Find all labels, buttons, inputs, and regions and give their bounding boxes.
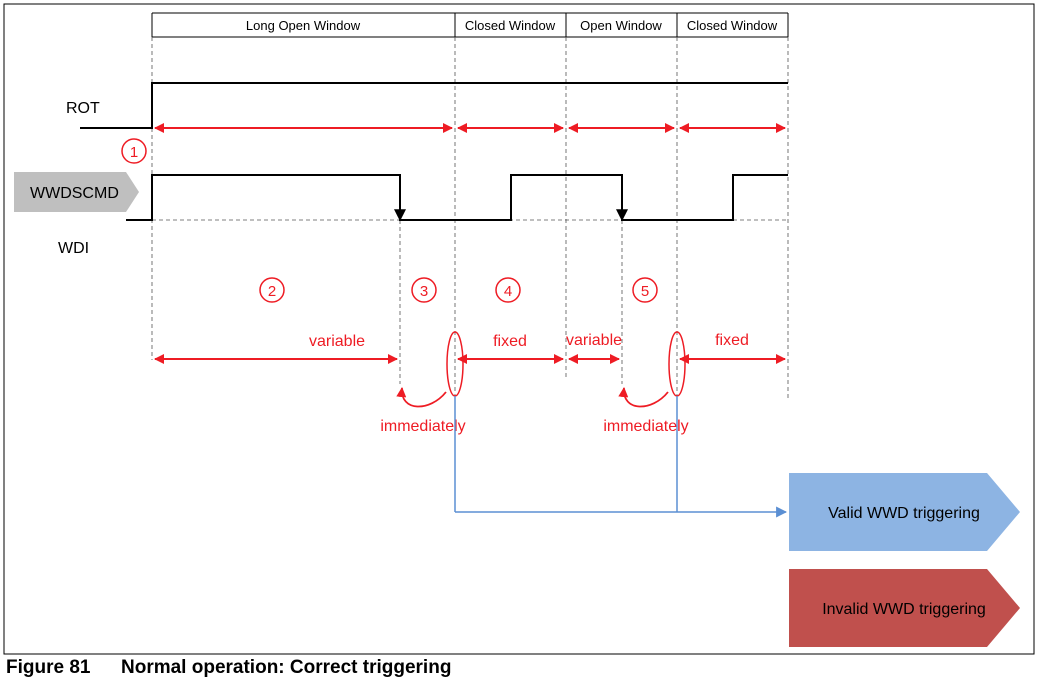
window-label-closed-1: Closed Window: [465, 18, 556, 33]
duration-label-fixed-2: fixed: [715, 332, 749, 349]
rot-waveform: [80, 82, 788, 129]
invalid-triggering-legend-shape: [789, 569, 1020, 647]
step-marker-3: 3: [411, 277, 437, 303]
immediately-label-2: immediately: [603, 418, 688, 435]
valid-triggering-legend-shape: [789, 473, 1020, 551]
duration-label-variable-2: variable: [566, 332, 622, 349]
svg-text:4: 4: [504, 283, 512, 300]
immediately-label-1: immediately: [380, 418, 465, 435]
step-marker-1: 1: [121, 138, 147, 164]
valid-triggering-label: Valid WWD triggering: [828, 505, 980, 522]
duration-label-fixed-1: fixed: [493, 333, 527, 350]
step-marker-5: 5: [632, 277, 658, 303]
wwdscmd-label: WWDSCMD: [30, 185, 119, 202]
wwd-timing-diagram: Long Open Window Closed Window Open Wind…: [3, 3, 1035, 655]
window-header: [151, 12, 789, 38]
svg-text:5: 5: [641, 283, 649, 300]
figure-frame: [3, 3, 1035, 655]
figure-title: Normal operation: Correct triggering: [121, 657, 452, 678]
wdi-waveform: [126, 174, 788, 221]
window-label-closed-2: Closed Window: [687, 18, 778, 33]
wdi-label: WDI: [58, 240, 89, 257]
window-boundaries: [151, 37, 789, 400]
window-label-open: Open Window: [580, 18, 662, 33]
svg-text:1: 1: [130, 144, 138, 161]
rot-label: ROT: [66, 100, 100, 117]
step-marker-4: 4: [495, 277, 521, 303]
figure-caption: Figure 81 Normal operation: Correct trigg…: [6, 657, 451, 679]
wwdscmd-input-shape: [14, 172, 139, 212]
immediately-arrow-1: [396, 387, 447, 408]
valid-trigger-connector: [454, 396, 788, 518]
svg-text:3: 3: [420, 283, 428, 300]
svg-text:2: 2: [268, 283, 276, 300]
duration-label-variable-1: variable: [309, 333, 365, 350]
invalid-triggering-label: Invalid WWD triggering: [822, 601, 986, 618]
immediately-arrow-2: [618, 387, 669, 408]
step-marker-2: 2: [259, 277, 285, 303]
figure-number: Figure 81: [6, 657, 91, 678]
window-label-long-open: Long Open Window: [246, 18, 361, 33]
